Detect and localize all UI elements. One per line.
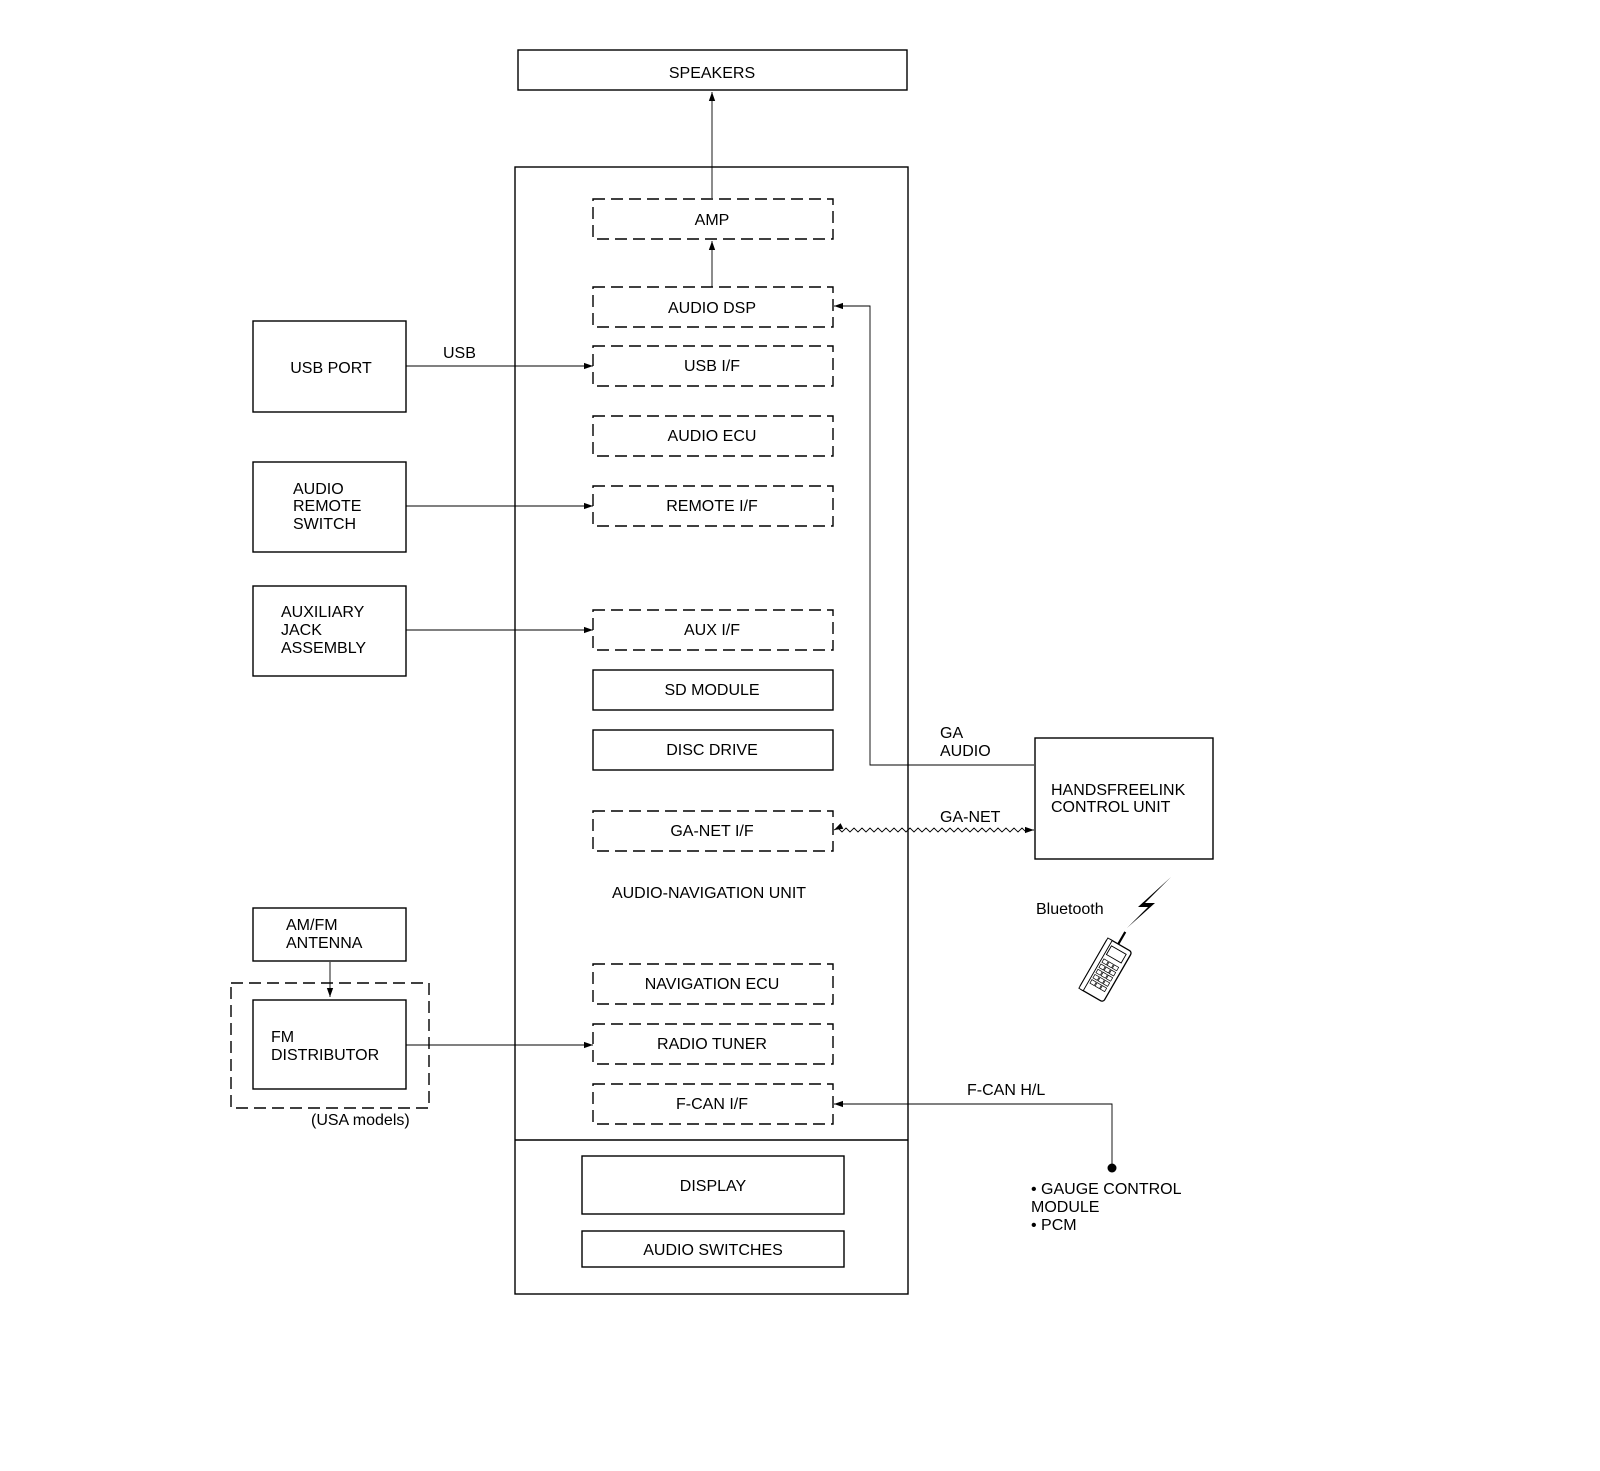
handsfreelink-block: HANDSFREELINK CONTROL UNIT bbox=[1034, 737, 1214, 860]
disc-drive-block: DISC DRIVE bbox=[592, 729, 834, 771]
audio-remote-switch-line-1: AUDIO bbox=[293, 481, 344, 498]
audio-switches-label: AUDIO SWITCHES bbox=[643, 1242, 783, 1259]
ga-net-line bbox=[833, 823, 1034, 834]
audio-dsp-block: AUDIO DSP bbox=[592, 286, 834, 328]
usb-if-label: USB I/F bbox=[684, 358, 740, 375]
usb-port-label: USB PORT bbox=[290, 360, 372, 377]
gauge-items-line-2: MODULE bbox=[1031, 1199, 1099, 1216]
amfm-antenna-line-1: AM/FM bbox=[286, 917, 338, 934]
amp-label: AMP bbox=[695, 212, 730, 229]
remote-if-label: REMOTE I/F bbox=[666, 498, 758, 515]
speakers-label: SPEAKERS bbox=[669, 65, 755, 82]
audio-ecu-block: AUDIO ECU bbox=[592, 415, 834, 457]
usb-if-block: USB I/F bbox=[592, 345, 834, 387]
navigation-ecu-label: NAVIGATION ECU bbox=[645, 976, 780, 993]
bluetooth-label: Bluetooth bbox=[1036, 901, 1104, 918]
sd-module-block: SD MODULE bbox=[592, 669, 834, 711]
auxiliary-jack-block: AUXILIARY JACK ASSEMBLY bbox=[252, 585, 407, 677]
usb-port-block: USB PORT bbox=[252, 320, 407, 413]
audio-remote-switch-block: AUDIO REMOTE SWITCH bbox=[252, 461, 407, 553]
display-label: DISPLAY bbox=[680, 1178, 747, 1195]
aux-jack-line-1: AUXILIARY bbox=[281, 604, 365, 621]
audio-navigation-unit-label: AUDIO-NAVIGATION UNIT bbox=[612, 885, 806, 902]
disc-drive-label: DISC DRIVE bbox=[666, 742, 758, 759]
radio-tuner-label: RADIO TUNER bbox=[657, 1036, 767, 1053]
ga-net-if-block: GA-NET I/F bbox=[592, 810, 834, 852]
audio-remote-switch-line-3: SWITCH bbox=[293, 516, 356, 533]
usa-models-dashed-frame bbox=[230, 982, 430, 1109]
navigation-ecu-block: NAVIGATION ECU bbox=[592, 963, 834, 1005]
amfm-antenna-line-2: ANTENNA bbox=[286, 935, 363, 952]
sd-module-label: SD MODULE bbox=[664, 682, 759, 699]
f-can-label: F-CAN H/L bbox=[967, 1082, 1045, 1099]
usa-models-note: (USA models) bbox=[311, 1112, 410, 1129]
aux-if-block: AUX I/F bbox=[592, 609, 834, 651]
ga-audio-line bbox=[834, 302, 1034, 766]
aux-jack-line-2: JACK bbox=[281, 622, 322, 639]
fm-distributor-line-2: DISTRIBUTOR bbox=[271, 1047, 379, 1064]
gauge-items-line-1: • GAUGE CONTROL bbox=[1031, 1181, 1182, 1198]
handsfreelink-line-1: HANDSFREELINK bbox=[1051, 782, 1186, 799]
f-can-line bbox=[834, 1100, 1113, 1167]
audio-switches-block: AUDIO SWITCHES bbox=[581, 1230, 845, 1268]
audio-dsp-label: AUDIO DSP bbox=[668, 300, 756, 317]
remote-if-block: REMOTE I/F bbox=[592, 485, 834, 527]
audio-navigation-unit-frame bbox=[514, 166, 909, 1295]
fm-distributor-block: FM DISTRIBUTOR bbox=[252, 999, 407, 1090]
f-can-if-block: F-CAN I/F bbox=[592, 1083, 834, 1125]
ga-audio-label-2: AUDIO bbox=[940, 743, 991, 760]
display-block: DISPLAY bbox=[581, 1155, 845, 1215]
f-can-junction-dot bbox=[1107, 1163, 1117, 1173]
amfm-antenna-block: AM/FM ANTENNA bbox=[252, 907, 407, 962]
speakers-block: SPEAKERS bbox=[517, 49, 908, 91]
fm-distributor-line-1: FM bbox=[271, 1029, 294, 1046]
ga-audio-label-1: GA bbox=[940, 725, 963, 742]
ga-net-if-label: GA-NET I/F bbox=[670, 823, 753, 840]
aux-if-label: AUX I/F bbox=[684, 622, 740, 639]
ga-net-label: GA-NET bbox=[940, 809, 1001, 826]
cell-phone-icon bbox=[1078, 931, 1132, 1002]
audio-ecu-label: AUDIO ECU bbox=[668, 428, 757, 445]
bluetooth-signal-icon bbox=[1127, 877, 1171, 928]
usb-signal-label: USB bbox=[443, 345, 476, 362]
audio-remote-switch-line-2: REMOTE bbox=[293, 498, 361, 515]
handsfreelink-line-2: CONTROL UNIT bbox=[1051, 799, 1171, 816]
amp-block: AMP bbox=[592, 198, 834, 240]
aux-jack-line-3: ASSEMBLY bbox=[281, 640, 366, 657]
gauge-items-line-3: • PCM bbox=[1031, 1217, 1077, 1234]
f-can-if-label: F-CAN I/F bbox=[676, 1096, 748, 1113]
radio-tuner-block: RADIO TUNER bbox=[592, 1023, 834, 1065]
